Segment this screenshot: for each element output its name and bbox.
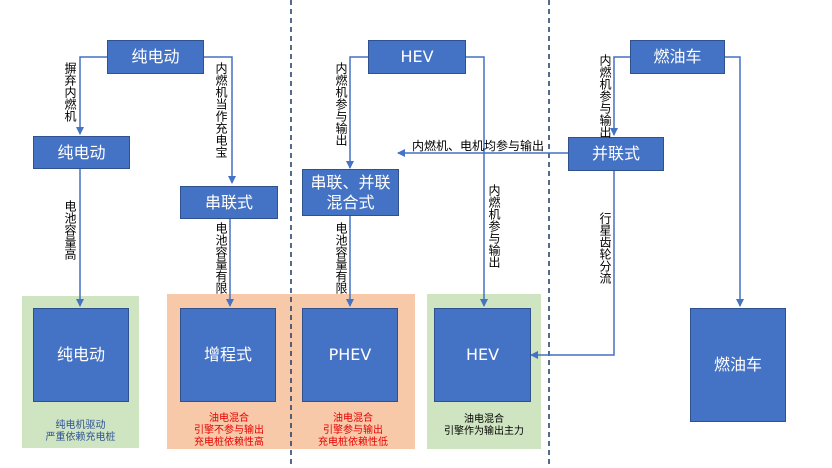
- node-parallel: 并联式: [568, 137, 664, 171]
- desc-erev: 油电混合 引擎不参与输出 充电桩依赖性高: [194, 413, 264, 448]
- node-series: 串联式: [180, 186, 278, 219]
- label-engine-output: 内燃机参与输出: [334, 62, 348, 146]
- label-engine-output-hev: 内燃机参与输出: [487, 184, 501, 268]
- node-ice-top: 燃油车: [630, 40, 725, 74]
- result-bev: 纯电动: [33, 308, 129, 402]
- node-hev-top: HEV: [368, 40, 466, 74]
- result-ice: 燃油车: [690, 308, 786, 422]
- edge-engine-output: [346, 56, 368, 169]
- label-ice-engine-output: 内燃机参与输出: [598, 54, 612, 138]
- node-pure-ev-top: 纯电动: [107, 40, 204, 74]
- desc-phev: 油电混合 引擎参与输出 充电桩依赖性低: [318, 413, 388, 448]
- label-battery-high: 电池容量高: [63, 200, 77, 260]
- node-series-parallel: 串联、并联 混合式: [302, 169, 399, 216]
- label-abandon-engine: 摒弃内燃机: [63, 62, 77, 122]
- edge-engine-powerbank: [204, 56, 236, 184]
- node-pure-ev-mid: 纯电动: [33, 136, 130, 169]
- label-battery-limited-2: 电池容量有限: [334, 222, 348, 294]
- edge-ice-result: [725, 56, 744, 307]
- result-hev: HEV: [434, 308, 531, 402]
- desc-hev: 油电混合 引擎作为输出主力: [444, 414, 524, 437]
- label-both-output: 内燃机、电机均参与输出: [412, 139, 545, 153]
- label-battery-limited-1: 电池容量有限: [214, 222, 228, 294]
- edge-planetary-split: [530, 171, 615, 359]
- edge-engine-output-hev: [466, 56, 488, 307]
- label-engine-powerbank: 内燃机当作充电宝: [214, 62, 228, 158]
- result-erev: 增程式: [180, 308, 276, 402]
- edge-ice-engine-output: [610, 56, 630, 136]
- result-phev: PHEV: [302, 308, 398, 402]
- edge-abandon-engine: [76, 56, 107, 135]
- label-planetary-split: 行星齿轮分流: [598, 212, 612, 284]
- desc-bev: 纯电机驱动 严重依赖充电桩: [45, 420, 116, 443]
